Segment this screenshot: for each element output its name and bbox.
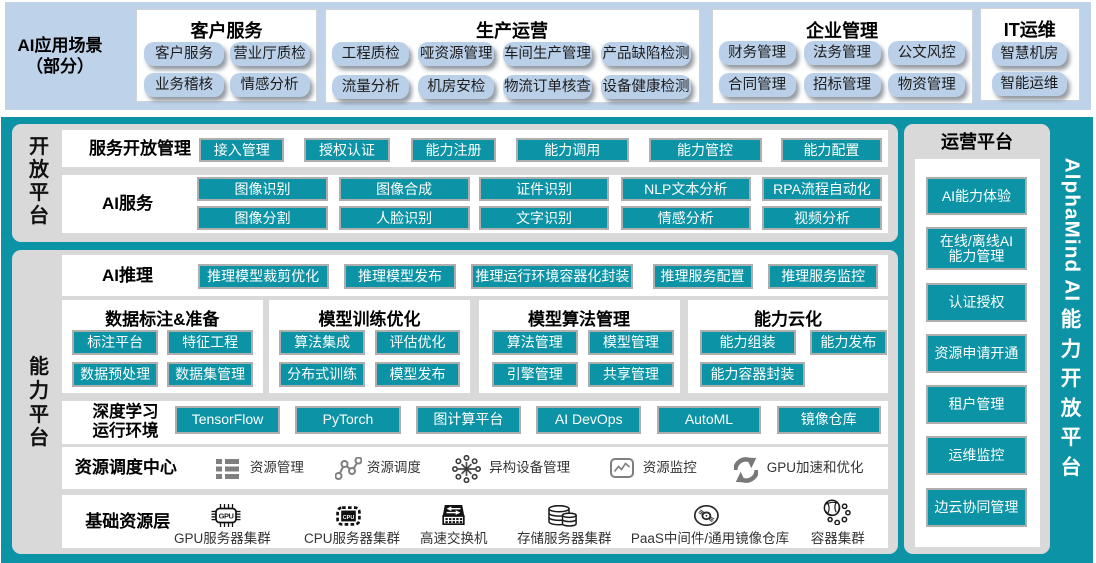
svg-text:GPU: GPU bbox=[219, 511, 234, 520]
svg-text:CPU: CPU bbox=[343, 515, 355, 521]
